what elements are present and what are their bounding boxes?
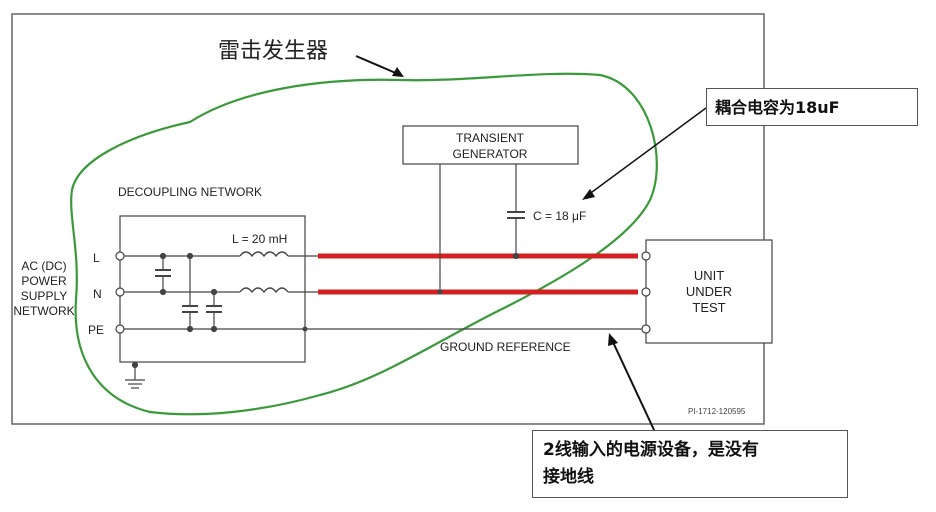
uut-label-2: UNDER: [686, 284, 732, 299]
ground-callout-line-2: 接地线: [543, 467, 594, 487]
terminal-label-l: L: [93, 251, 100, 265]
terminal-n-in: [115, 287, 125, 297]
terminal-pe-in: [115, 324, 125, 334]
capacitor-n-pe: [206, 288, 222, 333]
title-arrowhead: [392, 67, 404, 77]
power-supply-label: AC (DC) POWER SUPPLY NETWORK: [13, 259, 74, 318]
coupling-capacitor-callout: 耦合电容为18uF: [706, 88, 918, 126]
inductor-l: [239, 251, 289, 258]
svg-text:AC (DC): AC (DC): [21, 259, 66, 273]
coupling-capacitor: [507, 164, 525, 260]
title-arrow: [355, 55, 399, 75]
svg-text:SUPPLY: SUPPLY: [21, 289, 67, 303]
capacitor-l-pe: [182, 252, 198, 333]
coupling-capacitor-callout-text: 耦合电容为18uF: [715, 98, 840, 117]
decoupling-network-label: DECOUPLING NETWORK: [118, 185, 262, 199]
uut-label-1: UNIT: [694, 268, 724, 283]
terminal-l-in: [115, 251, 125, 261]
unit-under-test-box: [645, 239, 773, 344]
ground-callout: 2线输入的电源设备，是没有 接地线: [532, 430, 848, 498]
ground-callout-line-1: 2线输入的电源设备，是没有: [543, 440, 759, 460]
inductor-label: L = 20 mH: [232, 232, 287, 246]
ground-symbol: [125, 361, 145, 389]
surge-path-outline: [70, 72, 658, 416]
transient-generator-label-1: TRANSIENT: [456, 131, 525, 145]
svg-text:POWER: POWER: [21, 274, 67, 288]
inductor-n: [239, 287, 289, 294]
surge-generator-title: 雷击发生器: [218, 39, 328, 64]
terminal-label-pe: PE: [88, 323, 104, 337]
ground-callout-arrow: [611, 339, 656, 433]
capacitor-label: C = 18 μF: [533, 209, 586, 223]
svg-text:NETWORK: NETWORK: [13, 304, 74, 318]
ground-reference-label: GROUND REFERENCE: [440, 340, 571, 354]
cap-callout-arrow: [587, 107, 707, 196]
uut-label-3: TEST: [692, 300, 725, 315]
figure-id: PI-1712-120595: [688, 407, 746, 416]
transient-generator-label-2: GENERATOR: [453, 147, 528, 161]
terminal-label-n: N: [93, 287, 102, 301]
capacitor-l-n: [155, 252, 171, 296]
figure-frame: [11, 13, 765, 425]
transient-generator-box: [402, 125, 579, 165]
